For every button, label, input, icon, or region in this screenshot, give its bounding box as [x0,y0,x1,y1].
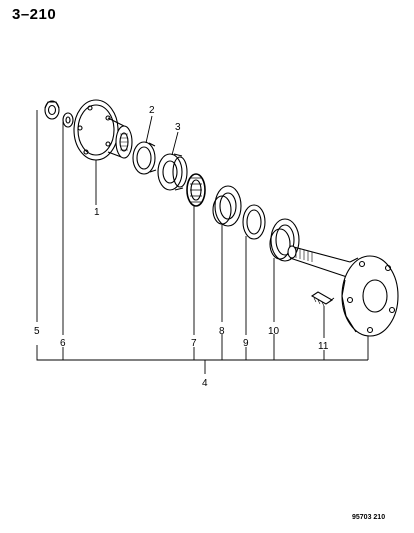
part-washer [62,112,74,128]
callout-9: 9 [243,338,249,349]
part-roller-race [186,173,206,207]
callout-7: 7 [191,338,197,349]
callout-2: 2 [149,105,155,116]
part-bearing [157,153,188,191]
part-axle-shaft [287,245,399,337]
part-stud-bolt [310,291,335,307]
callout-10: 10 [268,326,280,337]
part-spacer-ring [242,204,266,240]
part-seal [132,141,157,175]
part-bearing-outer [212,185,242,227]
leader-lines [36,110,369,374]
callout-6: 6 [60,338,66,349]
callout-11: 11 [318,341,329,352]
reference-code: 95703 210 [352,514,386,521]
part-nut [44,100,60,120]
callout-4: 4 [202,378,208,389]
callout-5: 5 [34,326,40,337]
callout-3: 3 [175,122,181,133]
page-code: 3–210 [12,6,57,23]
callout-1: 1 [94,207,100,218]
callout-8: 8 [219,326,225,337]
part-hub-flange [73,99,133,161]
